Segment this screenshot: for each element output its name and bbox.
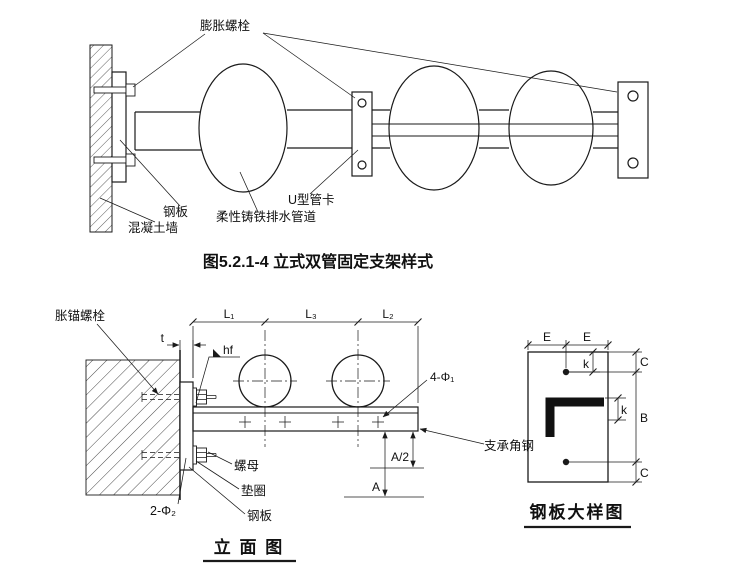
dim-e [524,340,612,368]
elevation-title: 立 面 图 [214,537,284,557]
leader-lines-bottom [96,323,246,515]
dim-cbc [569,348,642,486]
callout-angle: 支承角钢 [419,427,534,453]
dim-label-k-top: k [583,357,590,371]
figure-elevation: L₁ L₃ L₂ t hf 4-Φ₁ 支承角钢 [55,307,534,563]
weld-callout: hf [195,343,240,404]
pipe-hub-2 [388,65,480,191]
pipe-center-lines [233,330,390,447]
figure-top: 膨胀螺栓 钢板 混凝土墙 U型管卡 柔性铸铁排水管道 图5.2.1-4 立式双管… [89,18,649,271]
expansion-bolts [93,83,136,167]
label-washer: 垫圈 [241,483,266,498]
support-angle-steel [192,406,419,432]
label-nut: 螺母 [234,459,259,473]
pipe-section-right [331,354,385,408]
label-steel-plate-top: 钢板 [163,205,189,219]
dim-label-a-half: A/2 [391,450,409,464]
pipe-run-2 [372,109,390,149]
dim-label-l3: L₃ [305,307,317,321]
pipe-section-left [238,354,292,408]
dim-label-c-bottom: C [640,466,649,480]
wall-section [85,350,181,500]
dim-label-e-left: E [543,330,551,344]
wall-steel-plate [111,71,127,183]
clamp-rod [372,123,620,137]
dim-label-l2: L₂ [382,307,394,321]
dim-label-k-side: k [621,403,628,417]
detail-title: 钢板大样图 [530,502,625,522]
dim-a-group: A/2 A [344,431,424,498]
dim-label-t: t [161,331,165,345]
label-flexible-pipe: 柔性铸铁排水管道 [216,209,317,224]
label-expansion-bolt: 膨胀螺栓 [200,18,251,33]
pipe-run-3 [479,109,509,149]
dim-label-b: B [640,411,648,425]
label-angle-holes: 4-Φ₁ [430,370,454,384]
dim-label-c-top: C [640,355,649,369]
pipe-run-1 [287,109,352,149]
pipe-hub-1 [198,63,288,193]
label-concrete-wall: 混凝土墙 [128,220,178,235]
callout-angle-holes: 4-Φ₁ [382,370,454,418]
mid-support-plate [351,91,373,177]
leader-lines-top [99,32,618,223]
angle-bolt-holes [239,416,384,428]
dim-label-l1: L₁ [224,307,235,321]
label-u-clamp: U型管卡 [288,192,335,207]
label-support-angle: 支承角钢 [484,439,534,453]
concrete-wall [89,44,113,233]
dim-k-side [605,394,626,424]
dim-t: t [161,331,206,378]
end-support-plate [617,81,649,179]
figure-caption: 图5.2.1-4 立式双管固定支架样式 [203,252,433,271]
dim-label-a: A [372,480,380,494]
pipe-hub-3 [508,70,594,186]
label-plate: 钢板 [247,509,273,523]
angle-bar-section [545,397,604,437]
label-plate-holes: 2-Φ₂ [150,504,176,518]
figure-detail: E E k k C B C [524,330,649,529]
detail-hole-bottom [562,458,570,466]
dim-label-hf: hf [223,343,234,357]
detail-plate-outline [527,351,609,483]
dim-label-e-right: E [583,330,591,344]
label-anchor-bolt: 胀锚螺栓 [55,308,106,323]
pipe-run-4 [593,111,620,149]
mount-plate [179,381,194,471]
dim-chain-top: L₁ L₃ L₂ [189,307,422,403]
